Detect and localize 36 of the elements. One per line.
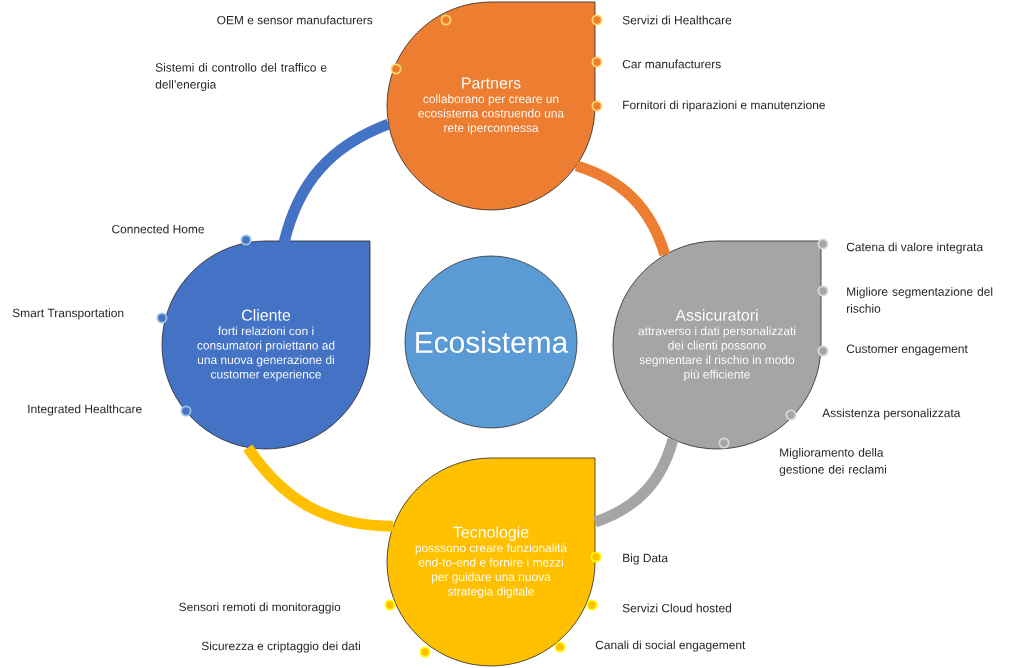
item-label: Customer engagement <box>846 344 968 356</box>
item-label: Assistenza personalizzata <box>822 408 961 420</box>
item-label: Servizi Cloud hosted <box>622 603 732 613</box>
title-text: Ecosistema <box>416 331 569 353</box>
ring-connector <box>593 437 679 528</box>
item-label: Connected Home <box>112 224 204 234</box>
ring-connector <box>243 444 394 532</box>
teardrop-card <box>386 1 596 211</box>
item-label: Fornitori di riparazioni e manutenzione <box>623 100 825 112</box>
item-label: Sistemi di controllo del traffico e dell’energia <box>155 62 327 92</box>
teardrop-card <box>612 240 822 450</box>
item-label: Servizi di Healthcare <box>622 15 732 25</box>
item-label: OEM e sensor manufacturers <box>217 15 373 25</box>
item-label: Migliore segmentazione del rischio <box>847 287 993 313</box>
item-label: Sensori remoti di monitoraggio <box>179 602 341 614</box>
ring-connector <box>278 119 391 244</box>
item-label: Integrated Healthcare <box>28 404 142 416</box>
card-description: collaborano per creare un ecosistema costruendo una rete iperconnessa <box>418 94 565 135</box>
teardrop-card <box>161 240 371 450</box>
center-circle <box>404 255 578 429</box>
card-description: forti relazioni con i consumatori proiettano ad una nuova generazione di customer experience <box>197 326 335 381</box>
card-description: attraverso i dati personalizzati dei clienti possono segmentare il rischio in modo più efficiente <box>638 326 796 381</box>
card-heading: Cliente <box>242 309 291 321</box>
item-label: Big Data <box>623 553 669 565</box>
item-label: Catena di valore integrata <box>846 242 984 254</box>
item-label: Sicurezza e criptaggio dei dati <box>201 641 360 653</box>
card-heading: Tecnologie <box>453 526 529 541</box>
item-label: Car manufacturers <box>622 59 721 69</box>
item-label: Miglioramento della gestione dei reclami <box>779 447 886 477</box>
item-label: Canali di social engagement <box>595 640 746 652</box>
card-heading: Partners <box>462 77 521 89</box>
teardrop-card <box>386 457 596 667</box>
card-heading: Assicuratori <box>675 309 758 321</box>
item-label: Smart Transportation <box>12 308 124 320</box>
ring-connector <box>574 160 671 257</box>
card-description: posssono creare funzionalità end-to-end e fornire i mezzi per guidare una nuova strategia digitale <box>415 543 568 598</box>
